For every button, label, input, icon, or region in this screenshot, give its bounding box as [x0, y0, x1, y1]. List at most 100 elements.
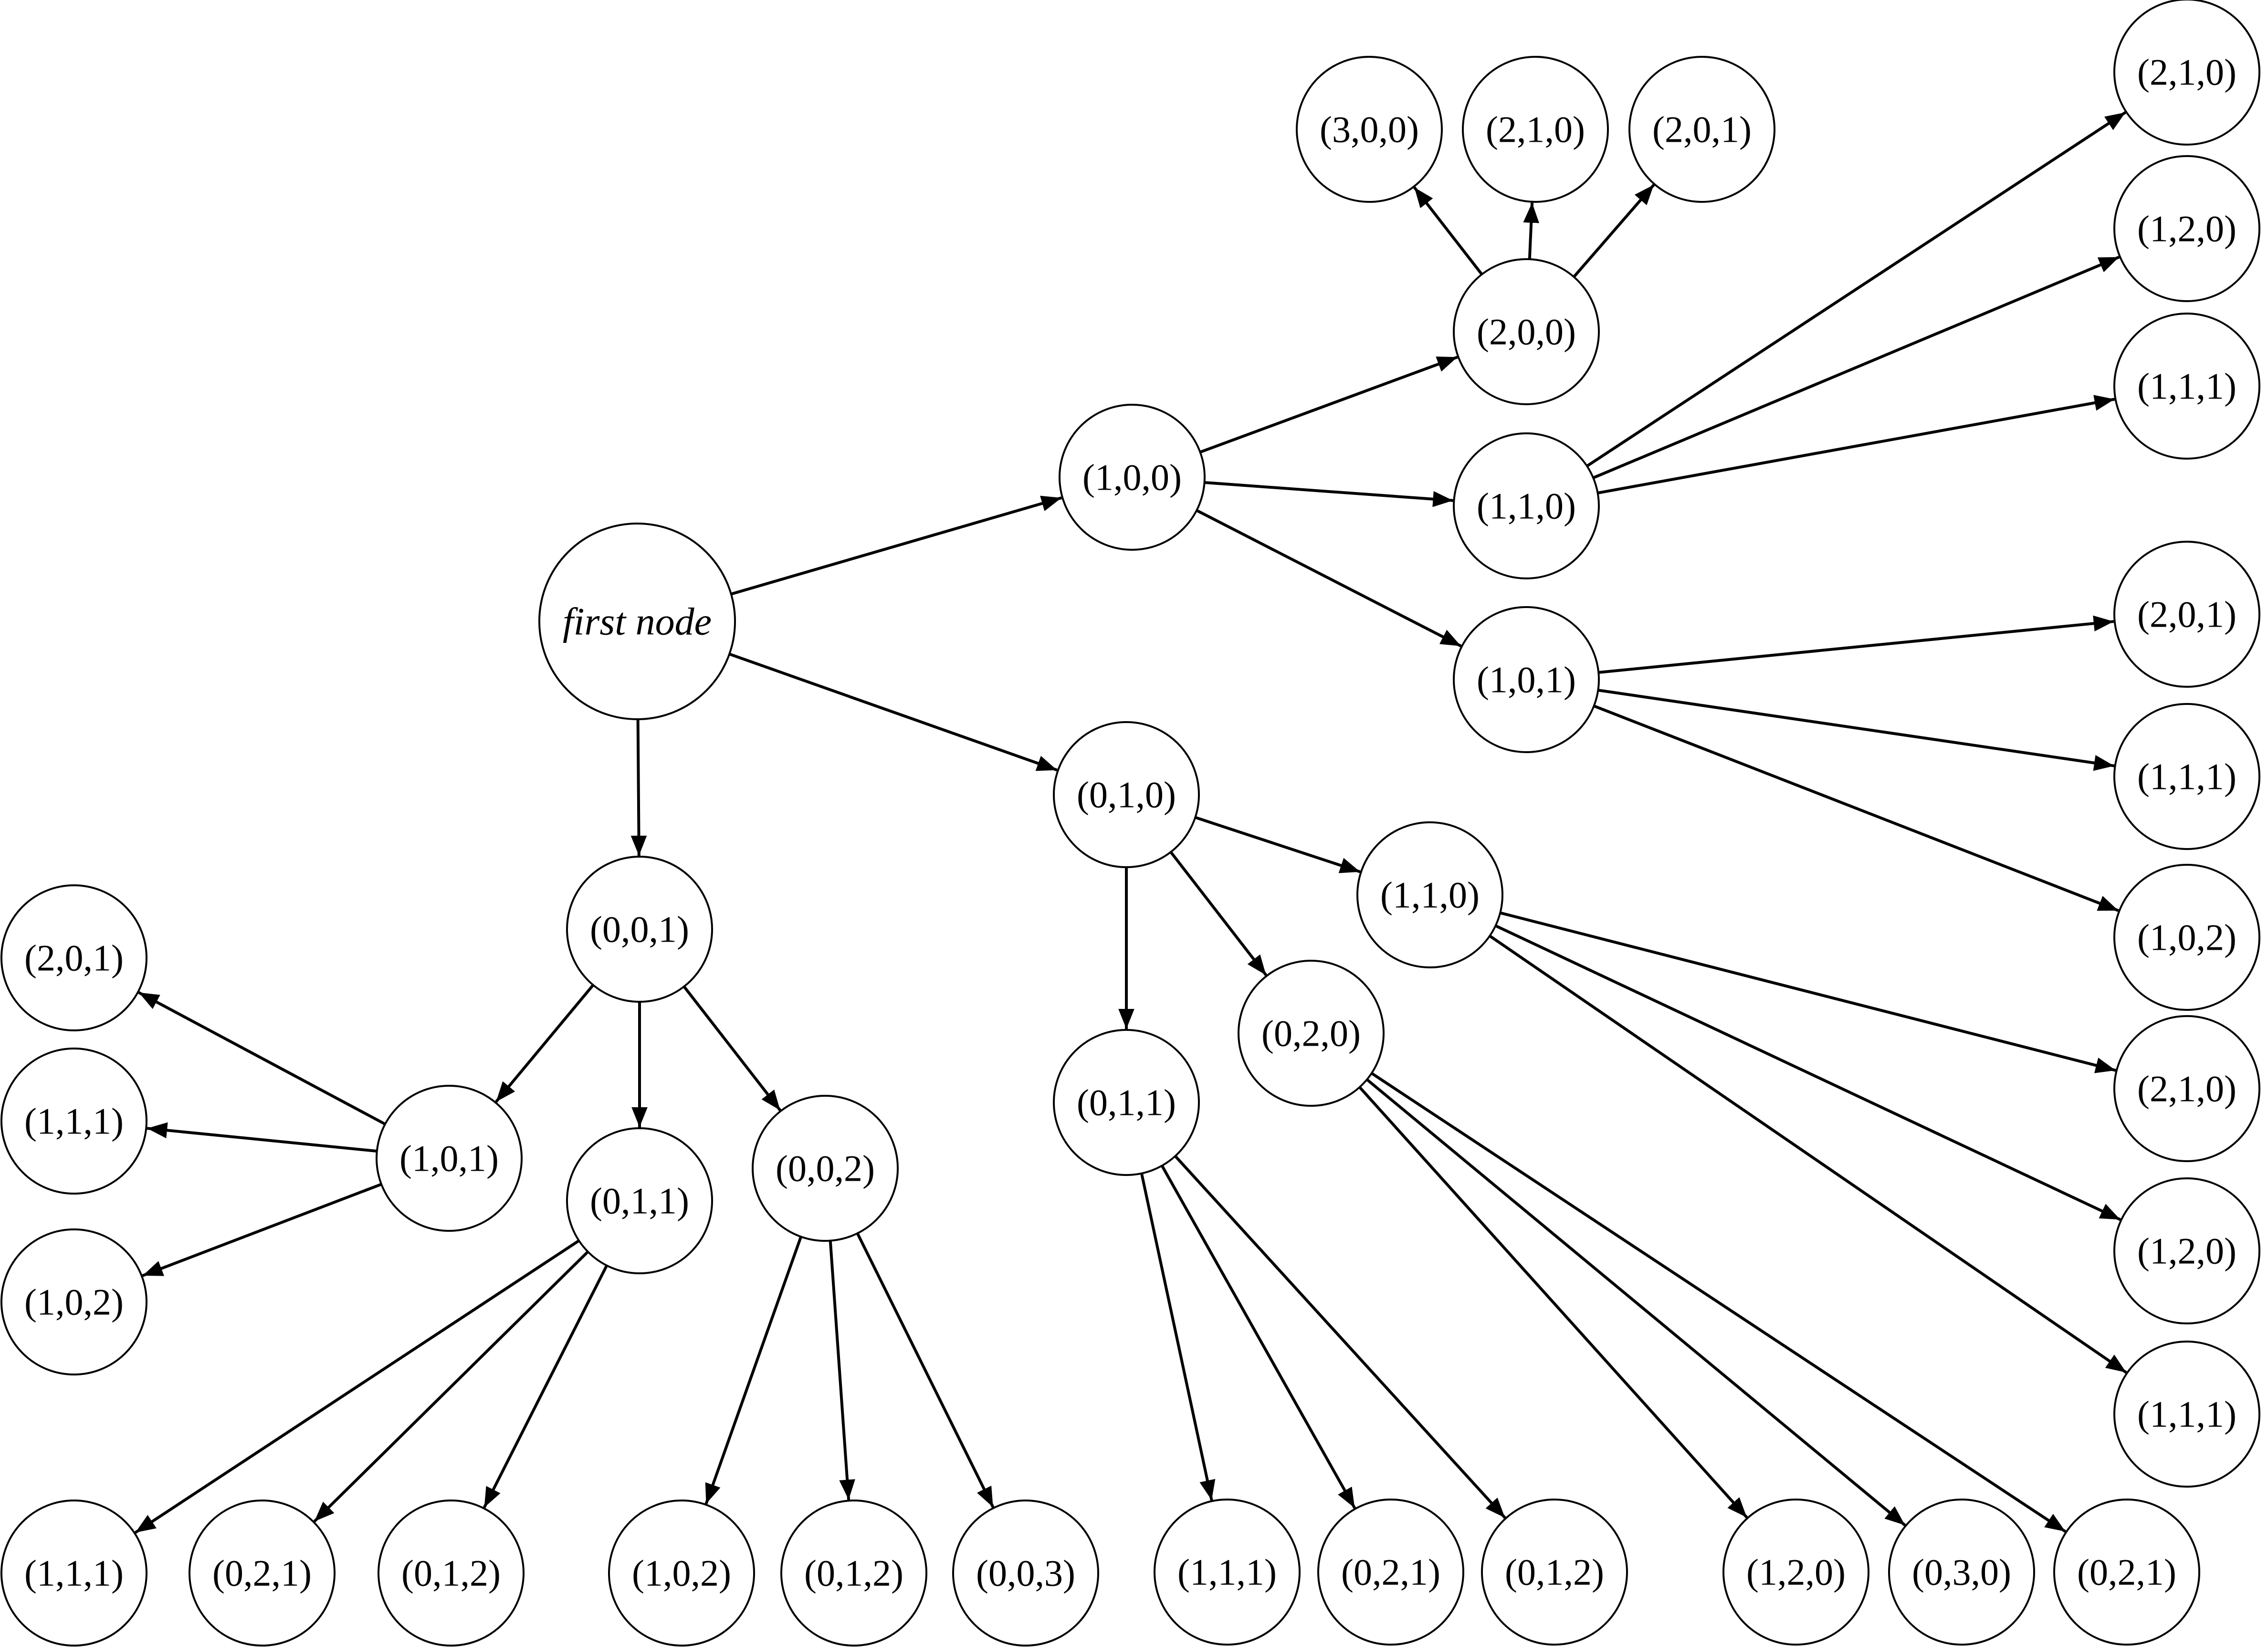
edge-arrow: [483, 1265, 608, 1508]
tree-node: (1,1,1): [0, 1500, 147, 1647]
edge-arrow: [1586, 111, 2126, 468]
tree-node: (1,1,1): [1154, 1499, 1301, 1646]
tree-node: (0,2,0): [1238, 960, 1385, 1107]
node-label: (0,2,1): [212, 1553, 312, 1594]
edge-arrow: [495, 984, 595, 1103]
edge-arrow: [1366, 1078, 1906, 1527]
node-circle: [0, 1228, 147, 1375]
edge-arrow: [138, 991, 386, 1126]
node-circle: [1154, 1499, 1301, 1646]
edge-arrow: [829, 1240, 855, 1500]
edge-arrow: [1196, 509, 1462, 648]
node-circle: [2113, 703, 2260, 850]
node-circle: [952, 1500, 1099, 1647]
tree-node: (1,2,0): [2113, 155, 2260, 302]
node-label: (1,0,0): [1082, 457, 1182, 498]
tree-node: (1,0,1): [1453, 606, 1600, 753]
edges: [134, 111, 2127, 1534]
edge-arrow: [1593, 704, 2119, 912]
edge-arrow: [1174, 1155, 1506, 1519]
node-circle: [1317, 1499, 1464, 1646]
edge-arrow: [1598, 615, 2114, 674]
node-label: (0,0,2): [776, 1148, 875, 1189]
edge-arrow: [1371, 1072, 2067, 1533]
edge-arrow: [142, 1183, 382, 1277]
node-circle: [608, 1500, 755, 1647]
tree-node: (1,2,0): [1722, 1499, 1869, 1646]
tree-node: (0,1,1): [566, 1127, 713, 1274]
node-circle: [1453, 432, 1600, 579]
node-label: (1,1,0): [1380, 874, 1480, 916]
edge-arrow: [1195, 816, 1361, 873]
node-circle: [1481, 1499, 1628, 1646]
node-label: (3,0,0): [1320, 109, 1419, 150]
node-circle: [2113, 313, 2260, 460]
node-circle: [2113, 1015, 2260, 1162]
node-circle: [189, 1500, 336, 1647]
edge-arrow: [682, 986, 781, 1112]
node-label: (0,1,2): [804, 1553, 903, 1594]
tree-node: (1,0,1): [376, 1085, 523, 1232]
node-label: (1,0,1): [399, 1138, 499, 1179]
node-label: (0,0,1): [590, 909, 689, 950]
tree-node: (0,1,1): [1053, 1029, 1200, 1176]
node-circle: [2053, 1499, 2200, 1646]
node-label: (0,1,0): [1077, 774, 1176, 816]
node-circle: [2113, 541, 2260, 688]
node-circle: [2113, 0, 2260, 146]
node-circle: [2113, 864, 2260, 1011]
node-circle: [1296, 56, 1443, 203]
node-circle: [376, 1085, 523, 1232]
node-circle: [1462, 56, 1609, 203]
node-label: (0,2,0): [1261, 1013, 1361, 1054]
tree-node: (1,0,2): [2113, 864, 2260, 1011]
node-circle: [378, 1500, 525, 1647]
node-circle: [1722, 1499, 1869, 1646]
edge-arrow: [1523, 202, 1540, 260]
edge-arrow: [730, 495, 1062, 596]
node-circle: [1628, 56, 1775, 203]
node-circle: [1059, 404, 1206, 551]
node-circle: [538, 523, 736, 720]
node-label: (1,1,1): [1177, 1552, 1277, 1593]
node-circle: [2113, 155, 2260, 302]
node-label: (2,1,0): [2137, 1068, 2236, 1110]
node-circle: [780, 1500, 927, 1647]
node-label: (1,1,0): [1477, 485, 1576, 527]
edge-arrow: [1199, 356, 1458, 454]
node-label: (1,2,0): [2137, 1230, 2236, 1272]
tree-node: (0,0,2): [752, 1095, 899, 1242]
node-label: (1,1,1): [2137, 366, 2236, 407]
node-label: first node: [563, 600, 712, 643]
node-circle: [1453, 606, 1600, 753]
node-circle: [566, 1127, 713, 1274]
tree-node: (2,0,1): [2113, 541, 2260, 688]
node-circle: [752, 1095, 899, 1242]
node-circle: [1238, 960, 1385, 1107]
tree-node: (2,1,0): [2113, 1015, 2260, 1162]
node-label: (1,0,2): [2137, 917, 2236, 958]
root-node: first node: [538, 523, 736, 720]
node-label: (2,0,1): [2137, 594, 2236, 635]
node-label: (0,2,1): [1341, 1552, 1440, 1593]
edge-arrow: [1140, 1173, 1216, 1501]
tree-node: (0,2,1): [2053, 1499, 2200, 1646]
tree-node: (2,0,1): [0, 884, 147, 1031]
tree-node: (2,0,1): [1628, 56, 1775, 203]
tree-node: (0,1,0): [1053, 721, 1200, 868]
edge-arrow: [856, 1232, 995, 1508]
node-label: (1,2,0): [2137, 208, 2236, 250]
node-label: (1,2,0): [1746, 1552, 1846, 1593]
tree-node: (0,1,2): [1481, 1499, 1628, 1646]
node-circle: [0, 1500, 147, 1647]
node-circle: [1888, 1499, 2035, 1646]
tree-node: (1,0,0): [1059, 404, 1206, 551]
node-label: (1,0,1): [1477, 659, 1576, 701]
tree-node: (0,1,2): [780, 1500, 927, 1647]
node-circle: [1453, 258, 1600, 405]
node-label: (1,1,1): [24, 1101, 124, 1142]
edge-arrow: [729, 652, 1058, 772]
node-label: (1,1,1): [2137, 756, 2236, 797]
edge-arrow: [1413, 186, 1483, 275]
